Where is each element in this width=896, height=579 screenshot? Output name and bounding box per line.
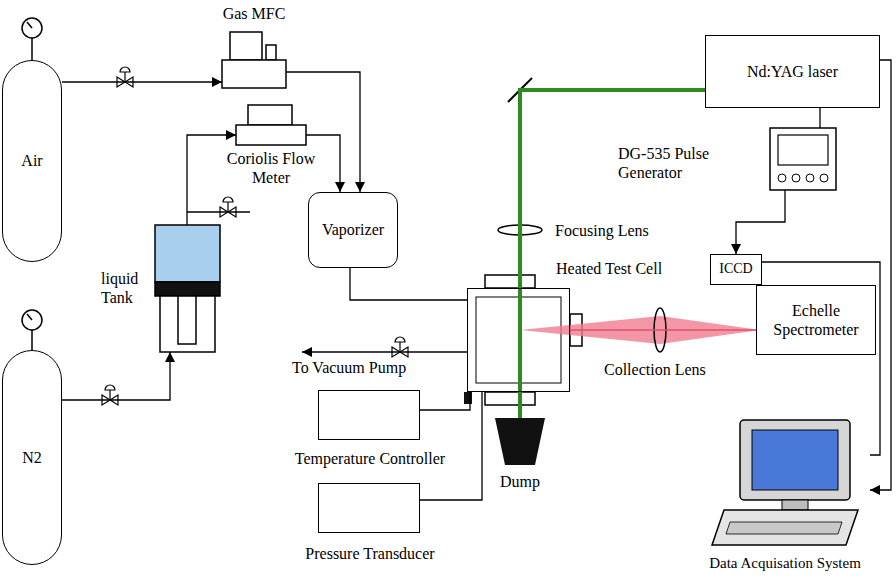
connector-line (736, 190, 785, 254)
node-label: Echelle Spectrometer (757, 301, 875, 339)
coriolis-device (236, 105, 306, 145)
node-label: Heated Test Cell (556, 259, 662, 278)
node-label: Pressure Transducer (270, 544, 470, 563)
drawing-part (485, 392, 535, 405)
drawing-part (266, 45, 276, 60)
node-label: Temperature Controller (270, 449, 470, 468)
drawing-part (752, 430, 838, 490)
drawing-part (31, 330, 33, 350)
drawing-part (712, 510, 858, 545)
drawing-part (820, 174, 828, 182)
lens-label: Collection Lens (604, 360, 706, 379)
drawing-part (31, 38, 33, 60)
mass-flow-controller: Gas MFC (222, 30, 286, 88)
node-label: ICCD (715, 261, 756, 278)
connector-line (350, 268, 467, 300)
drawing-part (117, 67, 133, 87)
drawing-part (22, 310, 42, 330)
node-label: DG-535 Pulse Generator (618, 144, 763, 182)
test-cell-drawing (464, 275, 582, 405)
liquid-tank: liquid Tank (155, 225, 220, 352)
drawing-part (778, 174, 786, 182)
gas-cylinder: N2 (2, 350, 62, 565)
drawing-part (178, 296, 196, 344)
controller-box: Temperature Controller (318, 390, 420, 440)
node-label: Air (17, 151, 46, 170)
laser-beam (520, 90, 705, 288)
drawing-part (464, 392, 472, 404)
drawing-part (220, 197, 236, 217)
drawing-part (22, 18, 42, 38)
connector-line (286, 72, 360, 192)
drawing-part (236, 125, 306, 145)
node-label: Nd:YAG laser (743, 62, 842, 81)
gas-cylinder: Air (2, 60, 62, 262)
drawing-part (248, 105, 292, 125)
valves (102, 67, 408, 405)
drawing-part (302, 351, 467, 352)
drawing-part (392, 337, 408, 357)
node-label: Vaporizer (318, 220, 388, 239)
drawing-part (102, 385, 118, 405)
laser-box: Nd:YAG laser (705, 35, 880, 108)
drawing-part (160, 296, 215, 352)
vaporizer-box: Vaporizer (308, 192, 398, 268)
drawing-part (778, 135, 828, 165)
drawing-part (230, 32, 262, 60)
port-label: To Vacuum Pump (292, 358, 406, 377)
beam-dump: Dump (495, 418, 545, 465)
connector-line (420, 392, 470, 410)
drawing-part (806, 174, 814, 182)
pulse-generator-device (770, 128, 836, 190)
test-cell: Heated Test Cell (467, 288, 570, 392)
node-label: liquid Tank (101, 269, 151, 307)
drawing-part (155, 225, 220, 282)
flow-meter: Coriolis Flow Meter (236, 105, 306, 145)
lens-label: Focusing Lens (555, 221, 649, 240)
gauge-n2 (22, 310, 42, 350)
spectrometer-box: Echelle Spectrometer (756, 285, 876, 355)
connector-line (62, 352, 170, 400)
drawing-part (740, 420, 850, 500)
drawing-part (518, 275, 522, 405)
pulse-generator: DG-535 Pulse Generator (770, 128, 836, 190)
node-label: N2 (18, 448, 46, 467)
drawing-part (792, 174, 800, 182)
camera-box: ICCD (710, 254, 762, 285)
connector-line (420, 392, 482, 500)
drawing-part (485, 275, 535, 288)
drawing-part (770, 128, 836, 190)
connector-line (62, 81, 222, 82)
connector-line (187, 135, 236, 225)
node-label: Coriolis Flow Meter (216, 149, 326, 187)
node-label: Dump (480, 472, 560, 491)
laser-beams (508, 78, 760, 405)
transducer-box: Pressure Transducer (318, 483, 420, 533)
drawing-part (187, 211, 250, 212)
node-label: Gas MFC (194, 4, 314, 23)
dump-fill (495, 418, 545, 465)
connector-line (870, 60, 891, 490)
mfc-device (222, 32, 286, 88)
drawing-part (155, 282, 220, 296)
laser-beam (518, 392, 522, 418)
dump-shape (495, 418, 545, 465)
laser-beam (570, 329, 756, 331)
node-label: Data Acquisation System (690, 554, 880, 572)
computer: Data Acquisation System (700, 412, 870, 576)
computer-icon (712, 420, 858, 545)
drawing-part (782, 500, 808, 510)
drawing-part (726, 522, 842, 534)
drawing-part (222, 60, 286, 88)
vacuum-line (302, 352, 467, 353)
gauge-air (22, 18, 42, 60)
tank-drawing (155, 212, 250, 352)
connector-line (819, 108, 820, 128)
